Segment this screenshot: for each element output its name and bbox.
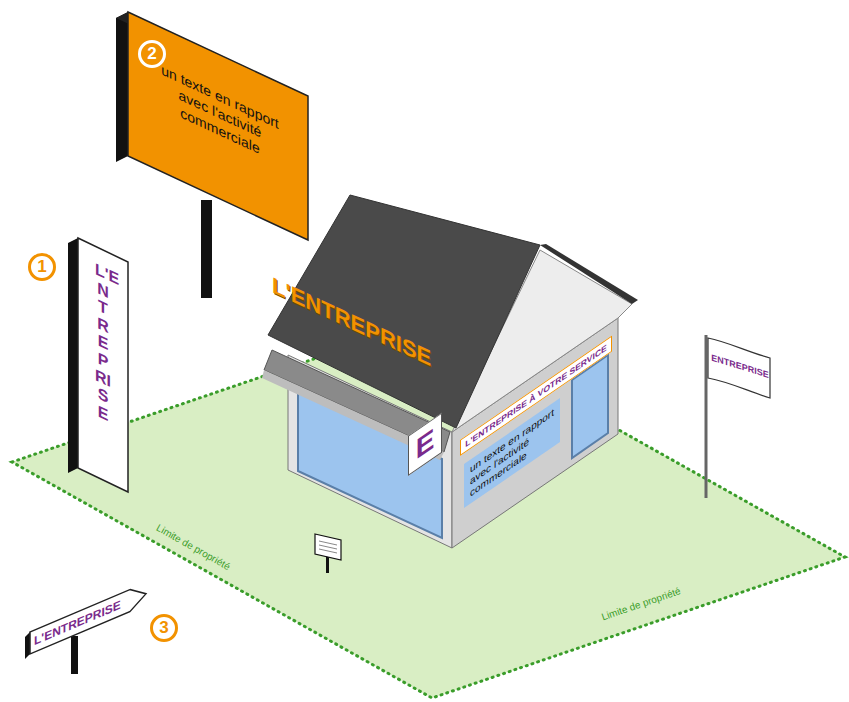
flag-pole bbox=[705, 335, 708, 498]
billboard-post bbox=[201, 200, 212, 298]
callout-number: 1 bbox=[28, 253, 56, 281]
arrow-sign bbox=[25, 583, 146, 659]
totem-text: L'ENTREPRISE bbox=[78, 252, 128, 434]
billboard-side bbox=[116, 12, 128, 162]
totem-side bbox=[68, 238, 78, 473]
totem-text-label: L'ENTREPRISE bbox=[95, 260, 111, 426]
billboard-face bbox=[128, 12, 308, 240]
flag-cloth bbox=[708, 338, 770, 398]
callout-number: 3 bbox=[150, 614, 178, 642]
small-sign bbox=[315, 534, 341, 560]
roof-edge bbox=[540, 244, 638, 304]
arrow-sign-text: L'ENTREPRISE bbox=[30, 589, 132, 654]
totem-face bbox=[78, 238, 128, 492]
small-sign-lines bbox=[319, 541, 337, 553]
callout-number: 2 bbox=[138, 40, 166, 68]
arrow-sign-post bbox=[71, 636, 78, 674]
